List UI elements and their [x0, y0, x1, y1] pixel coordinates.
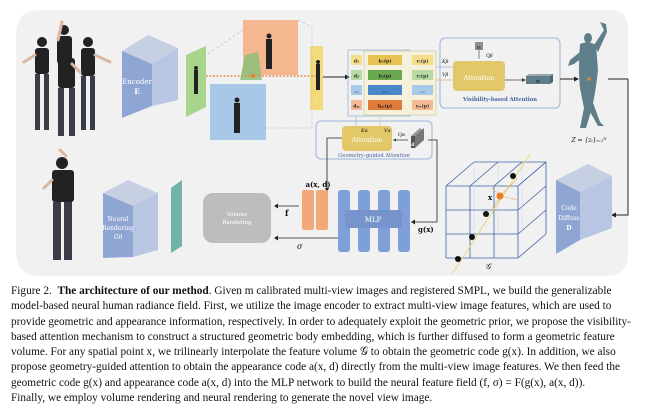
caption-line-2: model-based neural human radiance field.… — [11, 300, 612, 313]
caption-line-6: propose geometry-guided attention to obt… — [11, 361, 620, 374]
interpolation-line — [491, 195, 501, 211]
grid-line — [517, 161, 547, 187]
rgb-label: rₘ(p) — [416, 103, 429, 110]
rgb-token — [412, 55, 433, 65]
feature-volume-grid — [445, 153, 547, 275]
novel-view-output-image — [42, 148, 74, 260]
feature-output-label: f — [285, 208, 289, 218]
feature-volume-label: 𝒢 — [485, 262, 492, 271]
visibility-attention-title: Visibility-based Attention — [462, 97, 537, 103]
visibility-attention-module: Attention Visibility-based Attention nᵢ … — [436, 37, 561, 109]
direction-label: dₘ — [353, 104, 360, 110]
neural-rendering-line2: Rendering — [102, 225, 134, 232]
volume-rendering-line1: Volume — [226, 212, 248, 218]
mlp-label: MLP — [365, 216, 382, 224]
feature-token — [368, 85, 402, 95]
feature-label: hₘ(p) — [378, 103, 392, 110]
rgb-token — [412, 70, 433, 80]
appearance-code-vector — [302, 190, 328, 230]
multi-view-feature-planes — [186, 19, 323, 140]
rgb-token — [412, 100, 433, 110]
caption-line-1-text: . Given m calibrated multi-view images a… — [208, 285, 612, 297]
ray-sample-point — [483, 211, 489, 217]
visibility-value-label: Vβ — [442, 72, 448, 78]
feature-token — [368, 55, 402, 65]
direction-token — [351, 70, 362, 80]
encoder-symbol: E — [134, 87, 139, 96]
feature-token — [368, 100, 402, 110]
density-output-label: σ — [297, 242, 303, 251]
volume-rendering-line2: Rendering — [222, 220, 252, 226]
feature-label: h₁(p) — [379, 58, 392, 65]
geometry-attention-module: Attention Geometry-guided Attention Kα V… — [315, 116, 433, 160]
grid-line — [493, 161, 523, 187]
visibility-key-label: Kβ — [441, 59, 449, 65]
smpl-body-embedding — [568, 22, 607, 128]
code-diffuse-line1: Code — [561, 205, 577, 212]
mlp-block: MLP — [338, 190, 410, 252]
rgb-label: ... — [420, 90, 425, 95]
interpolation-line — [499, 195, 519, 201]
caption-line-5: volume. For any spatial point x, we tril… — [11, 346, 616, 359]
geometry-query-label: Qα — [398, 132, 406, 138]
encoder-block: Encoder E — [122, 35, 178, 118]
direction-label: d₂ — [354, 74, 359, 80]
figure-caption: Figure 2. The architecture of our method… — [11, 284, 649, 406]
body-embedding-label: Z = {zᵢ}ᵢ₌₁ᴺ — [570, 137, 607, 144]
grid-line — [517, 185, 547, 211]
geometric-code-label: g(x) — [418, 225, 434, 234]
grid-line — [517, 233, 547, 259]
neural-rendering-line1: Neural — [107, 216, 128, 223]
geometry-attention-title: Geometry-guided Attention — [338, 153, 410, 159]
architecture-diagram: Encoder E d₁ h₁(p) r₁(p) d₂ h₂(p) r₂(p)......… — [16, 10, 629, 276]
multi-view-input-images — [22, 20, 112, 136]
feature-label: h₂(p) — [379, 73, 392, 80]
rgb-token — [412, 85, 433, 95]
geometry-query-token: d — [411, 142, 415, 148]
caption-line-4: based attention mechanism to construct a… — [11, 330, 615, 343]
code-diffuse-block: Code Diffuse D — [556, 164, 612, 254]
appearance-code-label: a(x, d) — [305, 180, 330, 189]
ray-sample-point — [455, 256, 461, 262]
feature-table: d₁ h₁(p) r₁(p) d₂ h₂(p) r₂(p)......... dₘ hₘ(p)… — [347, 49, 437, 117]
geometry-value-label: Vα — [384, 128, 391, 134]
rgb-label: r₁(p) — [417, 58, 429, 65]
code-diffuse-line3: D — [566, 225, 571, 232]
grid-line — [469, 161, 499, 187]
encoder-label: Encoder — [122, 78, 152, 86]
direction-label: d₁ — [354, 59, 359, 65]
direction-token — [351, 55, 362, 65]
visibility-query-token: nᵢ — [477, 46, 481, 51]
neural-rendering-line3: Gθ — [114, 234, 123, 241]
caption-title: The architecture of our method — [57, 285, 209, 297]
direction-token — [351, 100, 362, 110]
grid-line — [445, 161, 475, 187]
query-point-label: x — [488, 193, 493, 202]
volume-rendering-block: Volume Rendering — [203, 193, 271, 243]
caption-line-8: Finally, we employ volume rendering and … — [11, 392, 433, 405]
visibility-attention-block: Attention — [463, 74, 495, 82]
interpolation-line — [491, 187, 501, 197]
camera-ray — [451, 153, 531, 275]
caption-line-3: provide geometric and appearance informa… — [11, 315, 631, 328]
rgb-label: r₂(p) — [417, 73, 429, 80]
feature-token — [368, 70, 402, 80]
geometry-attention-block: Attention — [351, 136, 383, 144]
ray-sample-point — [469, 234, 475, 240]
visibility-output-token: zᵢ — [536, 80, 540, 85]
caption-line-7: geometric code g(x) and appearance code … — [11, 376, 586, 389]
neural-rendering-block: Neural Rendering Gθ — [102, 180, 182, 258]
feature-label: ... — [383, 90, 388, 95]
caption-prefix: Figure 2. — [11, 285, 52, 297]
ray-sample-point — [510, 173, 516, 179]
visibility-query-label: Qβ — [486, 53, 493, 59]
code-diffuse-line2: Diffuse — [558, 215, 580, 222]
grid-line — [517, 209, 547, 235]
caption-line-1: Figure 2. The architecture of our method… — [11, 284, 649, 299]
geometry-key-label: Kα — [360, 128, 369, 134]
direction-token — [351, 85, 362, 95]
interpolation-line — [499, 177, 519, 197]
direction-label: ... — [354, 90, 359, 95]
